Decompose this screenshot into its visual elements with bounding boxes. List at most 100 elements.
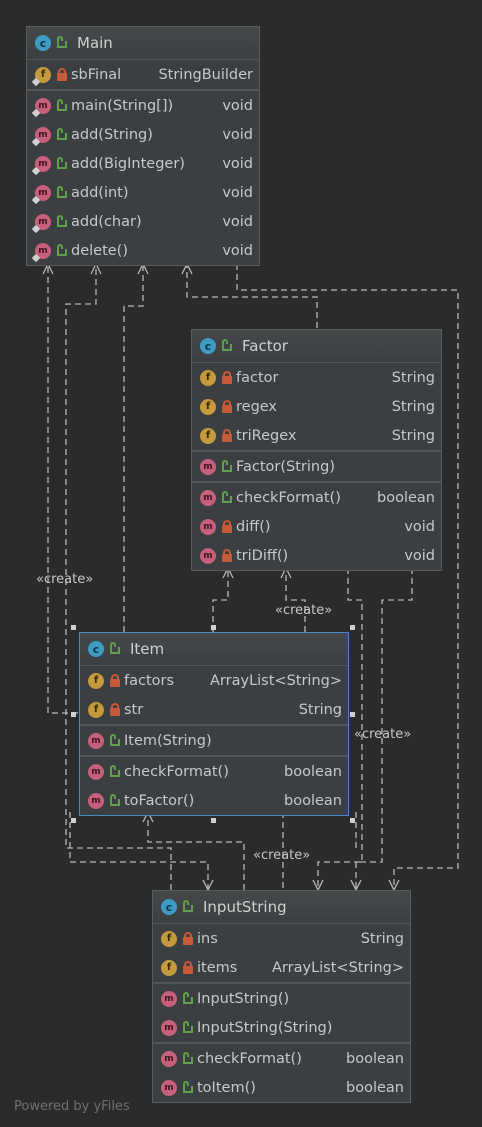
class-header[interactable]: c InputString xyxy=(153,891,410,924)
method-icon: m xyxy=(88,763,104,780)
member-name: InputString(String) xyxy=(197,1019,333,1036)
class-header[interactable]: c Item xyxy=(80,633,348,666)
constructor-row[interactable]: m Factor(String) xyxy=(192,452,441,481)
section-divider xyxy=(192,481,441,483)
section-divider xyxy=(80,724,348,726)
private-icon xyxy=(110,702,120,716)
class-name: InputString xyxy=(203,898,287,916)
static-overlay-icon xyxy=(31,224,41,233)
member-name: add(BigInteger) xyxy=(71,155,185,172)
member-type: void xyxy=(222,184,253,201)
method-row[interactable]: m checkFormat() boolean xyxy=(80,757,348,786)
class-icon: c xyxy=(200,338,216,354)
method-icon: m xyxy=(31,213,51,233)
member-type: void xyxy=(404,518,435,535)
member-type: String xyxy=(391,369,435,386)
member-name: checkFormat() xyxy=(236,489,341,506)
private-icon xyxy=(183,931,193,945)
private-icon xyxy=(183,960,193,974)
member-name: main(String[]) xyxy=(71,97,174,114)
class-header[interactable]: c Factor xyxy=(192,330,441,363)
edge-item-to-factor xyxy=(212,568,229,632)
member-name: Item(String) xyxy=(124,732,212,749)
member-type: boolean xyxy=(284,792,342,809)
edge-item-to-input-b xyxy=(69,812,209,890)
member-type: boolean xyxy=(284,763,342,780)
member-type: void xyxy=(222,213,253,230)
member-name: toItem() xyxy=(197,1079,256,1096)
create-label: «create» xyxy=(253,848,311,863)
class-header[interactable]: c Main xyxy=(27,27,259,60)
method-icon: m xyxy=(161,990,177,1007)
member-name: add(int) xyxy=(71,184,129,201)
field-row[interactable]: f items ArrayList<String> xyxy=(153,953,410,982)
member-type: boolean xyxy=(346,1079,404,1096)
member-type: ArrayList<String> xyxy=(272,959,404,976)
method-icon: m xyxy=(31,184,51,204)
edge-input-to-main xyxy=(65,264,172,890)
method-icon: m xyxy=(200,458,216,475)
member-name: sbFinal xyxy=(71,66,122,83)
method-icon: m xyxy=(161,1079,177,1096)
member-name: checkFormat() xyxy=(124,763,229,780)
static-overlay-icon xyxy=(31,108,41,117)
method-icon: m xyxy=(31,155,51,175)
method-row[interactable]: m toItem() boolean xyxy=(153,1073,410,1102)
member-type: String xyxy=(360,930,404,947)
field-icon: f xyxy=(161,959,177,976)
member-name: Factor(String) xyxy=(236,458,335,475)
method-icon: m xyxy=(161,1050,177,1067)
method-row[interactable]: m add(BigInteger) void xyxy=(27,149,259,178)
method-icon: m xyxy=(31,126,51,146)
private-icon xyxy=(222,519,232,533)
section-divider xyxy=(192,450,441,452)
member-type: void xyxy=(222,155,253,172)
member-type: void xyxy=(222,242,253,259)
create-label: «create» xyxy=(36,572,94,587)
constructor-row[interactable]: m Item(String) xyxy=(80,726,348,755)
method-row[interactable]: m add(int) void xyxy=(27,178,259,207)
public-icon xyxy=(183,991,193,1004)
member-name: checkFormat() xyxy=(197,1050,302,1067)
member-type: StringBuilder xyxy=(158,66,253,83)
public-icon xyxy=(110,793,120,806)
public-icon xyxy=(222,490,232,503)
method-icon: m xyxy=(88,792,104,809)
public-icon xyxy=(57,98,67,111)
field-icon: f xyxy=(88,701,104,718)
member-name: diff() xyxy=(236,518,271,535)
edge-factor-to-main xyxy=(186,264,318,328)
public-icon xyxy=(57,214,67,227)
section-divider xyxy=(153,982,410,984)
method-icon: m xyxy=(88,732,104,749)
member-type: void xyxy=(222,97,253,114)
static-overlay-icon xyxy=(31,137,41,146)
member-name: items xyxy=(197,959,238,976)
